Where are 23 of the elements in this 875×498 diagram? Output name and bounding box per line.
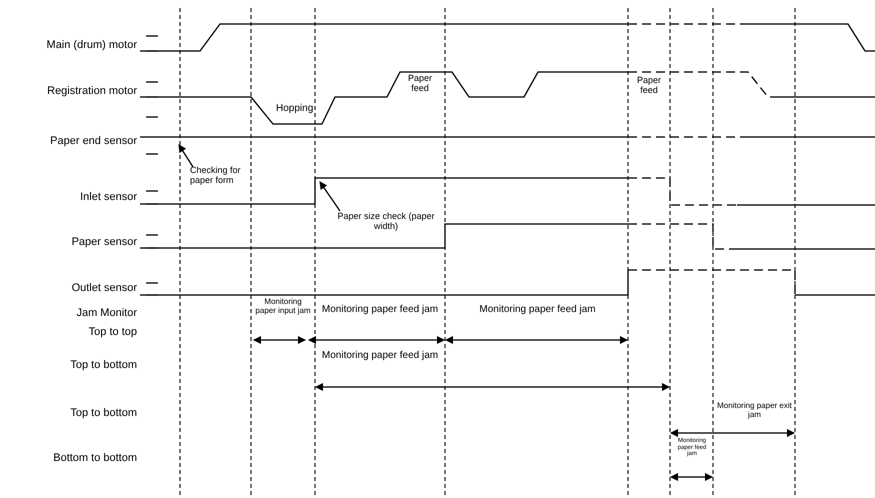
- interval-label: Monitoring paper exit jam: [716, 402, 793, 420]
- signal-name: Inlet sensor: [79, 191, 137, 204]
- interval-label: Monitoring paper feed jam: [478, 304, 597, 315]
- interval-label: Monitoring paper input jam: [254, 298, 312, 316]
- signal-name: Main (drum) motor: [46, 39, 137, 52]
- phase-label: Paper feed: [636, 76, 662, 96]
- phase-label: Paper feed: [406, 74, 434, 94]
- leader-line: [178, 144, 194, 168]
- monitor-row-label: Top to bottom: [69, 359, 137, 372]
- monitor-row-label: Top to top: [88, 326, 137, 338]
- signal-name: Registration motor: [46, 85, 137, 98]
- interval-label: Monitoring paper feed jam: [320, 304, 440, 315]
- signal-name: Outlet sensor: [70, 282, 137, 294]
- signal-name: Paper end sensor: [49, 135, 137, 148]
- leader-line: [319, 181, 341, 212]
- annotation-text: Paper size check (paper width): [330, 212, 442, 232]
- signal-name: Paper sensor: [70, 236, 137, 248]
- monitor-row-label: Bottom to bottom: [52, 452, 137, 464]
- monitor-row-label: Top to bottom: [69, 407, 137, 420]
- phase-label: Hopping: [276, 103, 314, 114]
- interval-label: Monitoring paper feed jam: [320, 350, 440, 361]
- annotation-text: Checking for paper form: [190, 166, 250, 186]
- monitor-heading: Jam Monitor: [75, 307, 137, 320]
